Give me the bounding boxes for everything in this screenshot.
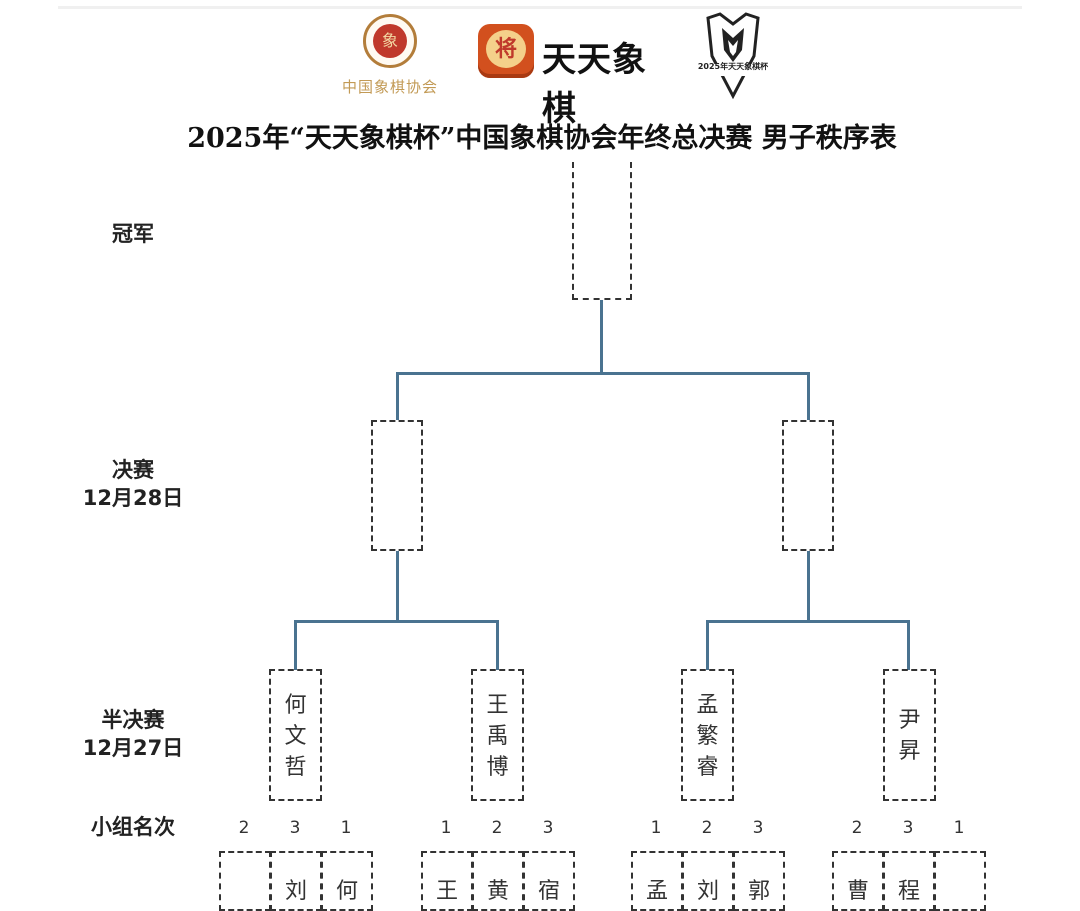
app-name: 天天象棋 (542, 40, 647, 129)
bracket-line (807, 551, 810, 622)
player-name-char: 孟 (696, 693, 719, 718)
semifinal-label: 半决赛 12月27日 (68, 706, 198, 762)
bracket-line (294, 620, 499, 623)
group-rank: 3 (902, 818, 914, 838)
player-name-char: 程 (897, 879, 920, 904)
champion-label: 冠军 (68, 220, 198, 248)
player-name-char: 哲 (284, 755, 307, 780)
player-name-char: 刘 (696, 879, 719, 904)
player-name-char: 昇 (898, 739, 921, 764)
final-label-text: 决赛 (112, 458, 154, 482)
group-rank: 2 (238, 818, 250, 838)
group-rank-label: 小组名次 (68, 813, 198, 841)
shield-icon (706, 12, 760, 100)
final-date: 12月28日 (82, 486, 184, 510)
group-player-box: 刘 (682, 851, 734, 911)
champion-box (572, 162, 632, 300)
semifinal-box-3: 孟 繁 睿 (681, 669, 734, 801)
player-name-char: 王 (435, 879, 458, 904)
page-title: 2025年“天天象棋杯”中国象棋协会年终总决赛 男子秩序表 (187, 123, 897, 154)
bracket-line (396, 372, 809, 375)
group-rank: 1 (340, 818, 352, 838)
player-name-char: 文 (284, 724, 307, 749)
cup-caption: 2025年天天象棋杯 (697, 62, 769, 71)
semifinal-box-1: 何 文 哲 (269, 669, 322, 801)
group-player-box: 何 (321, 851, 373, 911)
bracket-line (706, 620, 910, 623)
group-rank-label-text: 小组名次 (91, 815, 175, 839)
final-box-left (371, 420, 423, 551)
cxa-name: 中国象棋协会 (341, 78, 438, 96)
tiantian-xiangqi-logo: 将 天天象棋 (478, 24, 678, 129)
player-name-char: 王 (486, 693, 509, 718)
group-player-box (219, 851, 271, 911)
bracket-line (807, 372, 810, 420)
bracket-line (294, 620, 297, 670)
group-rank: 2 (851, 818, 863, 838)
cup-logo: 2025年天天象棋杯 (698, 10, 768, 102)
bracket-line (396, 551, 399, 622)
group-player-box: 宿 (523, 851, 575, 911)
group-rank: 3 (752, 818, 764, 838)
player-name-char: 郭 (747, 879, 770, 904)
player-name-char: 宿 (537, 879, 560, 904)
group-rank: 1 (953, 818, 965, 838)
player-name-char: 尹 (898, 708, 921, 733)
group-player-box: 王 (421, 851, 473, 911)
semifinal-date: 12月27日 (82, 736, 184, 760)
semifinal-label-text: 半决赛 (101, 708, 165, 732)
player-name-char: 何 (335, 879, 358, 904)
group-player-box: 刘 (270, 851, 322, 911)
player-name-char: 禹 (486, 724, 509, 749)
group-player-box: 曹 (832, 851, 884, 911)
player-name-char: 刘 (284, 879, 307, 904)
cxa-seal-icon: 象 (363, 14, 417, 68)
final-label: 决赛 12月28日 (68, 456, 198, 512)
player-name-char: 博 (486, 755, 509, 780)
chess-piece-icon: 将 (478, 24, 534, 78)
top-divider (58, 6, 1022, 9)
bracket-line (907, 620, 910, 670)
player-name-char: 孟 (645, 879, 668, 904)
group-player-box: 郭 (733, 851, 785, 911)
player-name-char: 曹 (846, 879, 869, 904)
group-player-box: 孟 (631, 851, 683, 911)
group-player-box (934, 851, 986, 911)
group-rank: 2 (701, 818, 713, 838)
group-player-box: 程 (883, 851, 935, 911)
bracket-line (496, 620, 499, 670)
cxa-logo: 象 中国象棋协会 (330, 14, 450, 104)
group-rank: 1 (650, 818, 662, 838)
player-name-char: 何 (284, 693, 307, 718)
group-rank: 3 (542, 818, 554, 838)
group-rank: 1 (440, 818, 452, 838)
bracket-line (706, 620, 709, 670)
bracket-line (396, 372, 399, 420)
semifinal-box-2: 王 禹 博 (471, 669, 524, 801)
group-rank: 3 (289, 818, 301, 838)
bracket-line (600, 300, 603, 373)
cxa-emblem-char: 象 (373, 24, 407, 58)
player-name-char: 黄 (486, 879, 509, 904)
player-name-char: 繁 (696, 724, 719, 749)
semifinal-box-4: 尹 昇 (883, 669, 936, 801)
player-name-char: 睿 (696, 755, 719, 780)
final-box-right (782, 420, 834, 551)
group-player-box: 黄 (472, 851, 524, 911)
group-rank: 2 (491, 818, 503, 838)
piece-char: 将 (486, 30, 526, 68)
champion-label-text: 冠军 (112, 222, 154, 246)
